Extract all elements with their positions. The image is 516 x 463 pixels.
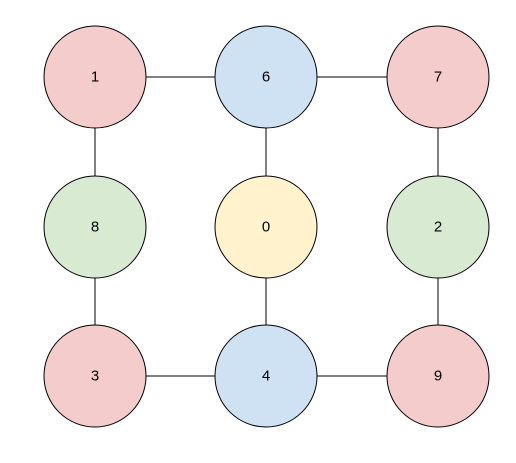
node-circle	[43, 175, 147, 279]
node-circle	[214, 324, 318, 428]
node-0: 0	[214, 175, 318, 279]
node-label: 7	[434, 69, 442, 86]
graph-nodes: 1 6 7 8 0 2 3 4 9	[43, 25, 490, 428]
node-label: 8	[91, 219, 99, 236]
node-circle	[386, 324, 490, 428]
node-label: 0	[262, 219, 270, 236]
node-label: 4	[262, 368, 270, 385]
node-label: 3	[91, 368, 99, 385]
node-label: 2	[434, 219, 442, 236]
node-circle	[386, 175, 490, 279]
node-2: 2	[386, 175, 490, 279]
node-4: 4	[214, 324, 318, 428]
node-label: 1	[91, 69, 99, 86]
node-circle	[43, 324, 147, 428]
node-circle	[386, 25, 490, 129]
node-8: 8	[43, 175, 147, 279]
graph-edges	[94, 76, 439, 377]
node-label: 6	[262, 69, 270, 86]
node-1: 1	[43, 25, 147, 129]
node-circle	[214, 175, 318, 279]
node-circle	[43, 25, 147, 129]
node-6: 6	[214, 25, 318, 129]
node-7: 7	[386, 25, 490, 129]
node-label: 9	[434, 368, 442, 385]
node-3: 3	[43, 324, 147, 428]
node-9: 9	[386, 324, 490, 428]
node-circle	[214, 25, 318, 129]
